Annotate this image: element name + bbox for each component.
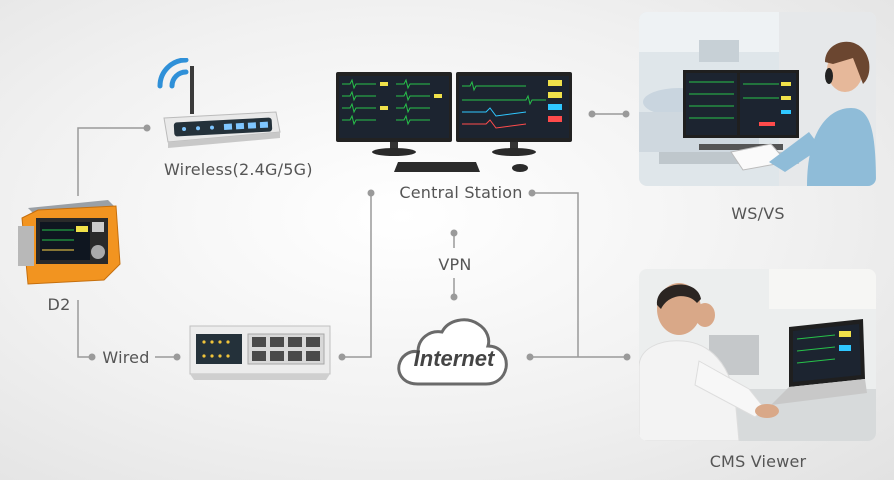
- vpn-label: VPN: [438, 255, 472, 274]
- line-switch-central: [342, 193, 372, 358]
- central-station-label: Central Station: [399, 183, 523, 202]
- defibrillator-icon: [14, 196, 124, 290]
- ws-vs-label: WS/VS: [731, 204, 785, 223]
- line-central-cms: [532, 192, 579, 357]
- d2-label: D2: [47, 295, 71, 314]
- wireless-router: [150, 57, 290, 154]
- cms-viewer-photo: [639, 269, 876, 441]
- monitor-icon: [683, 70, 799, 138]
- monitor-icon: [456, 72, 572, 156]
- wifi-icon: [157, 57, 189, 89]
- cloud-icon: [394, 314, 512, 390]
- wireless-label: Wireless(2.4G/5G): [164, 160, 313, 179]
- cms-viewer-label: CMS Viewer: [709, 452, 807, 471]
- monitor-icon: [336, 72, 452, 156]
- wired-label: Wired: [102, 348, 150, 367]
- switch-icon: [186, 322, 334, 382]
- monitor-icon: [771, 319, 867, 405]
- line-d2-switch: [77, 300, 92, 358]
- ws-vs-photo: [639, 12, 876, 186]
- central-station: [336, 70, 576, 180]
- internet-label: Internet: [413, 346, 495, 371]
- keyboard-icon: [394, 162, 528, 172]
- line-d2-router: [77, 127, 147, 196]
